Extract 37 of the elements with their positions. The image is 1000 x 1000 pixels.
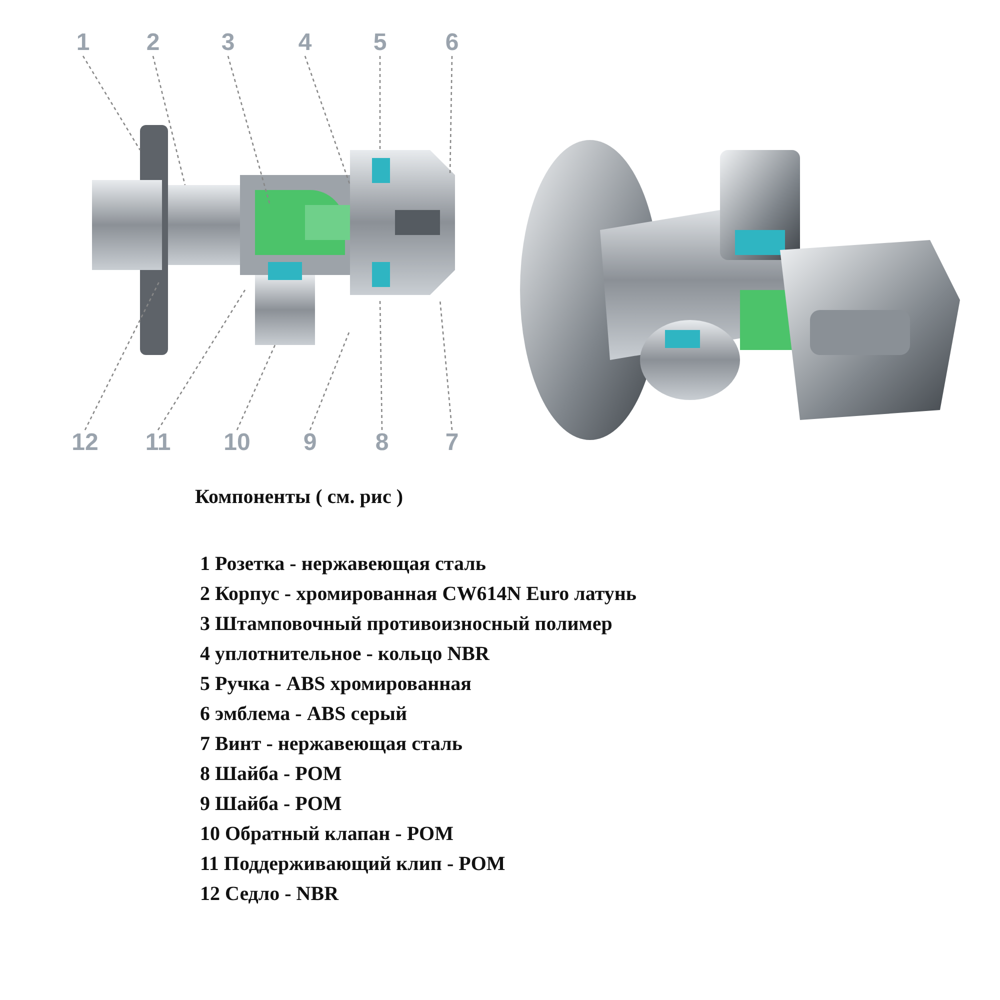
leader-line [82,56,141,150]
list-item: 11 Поддерживающий клип - POM [200,853,506,876]
callout-number: 2 [133,30,173,56]
list-item: 3 Штамповочный противоизносный полимер [200,613,612,636]
callout-number: 4 [285,30,325,56]
callout-number: 3 [208,30,248,56]
callout-number: 8 [362,430,402,456]
list-item: 8 Шайба - POM [200,763,342,786]
list-item: 10 Обратный клапан - POM [200,823,454,846]
list-item: 12 Седло - NBR [200,883,339,906]
callout-number: 1 [63,30,103,56]
list-item: 5 Ручка - ABS хромированная [200,673,472,696]
leader-line [157,290,246,430]
list-item: 4 уплотнительное - кольцо NBR [200,643,490,666]
leader-line [379,56,381,152]
leader-line [227,56,271,206]
leader-line [439,300,453,430]
list-item: 7 Винт - нержавеющая сталь [200,733,462,756]
list-item: 9 Шайба - POM [200,793,342,816]
leader-line [449,56,453,176]
leader-line [379,300,383,430]
leader-line [304,56,351,186]
list-item: 6 эмблема - ABS серый [200,703,408,726]
callout-number: 12 [65,430,105,456]
list-item: 1 Розетка - нержавеющая сталь [200,553,486,576]
callout-number: 10 [217,430,257,456]
leader-line [309,330,351,430]
leader-line [152,56,186,186]
leader-line [236,344,276,430]
callout-number: 5 [360,30,400,56]
callout-number: 9 [290,430,330,456]
heading: Компоненты ( см. рис ) [195,486,403,509]
leader-line [84,280,161,430]
callout-number: 6 [432,30,472,56]
callout-number: 11 [138,430,178,456]
list-item: 2 Корпус - хромированная CW614N Euro латунь [200,583,636,606]
callout-number: 7 [432,430,472,456]
